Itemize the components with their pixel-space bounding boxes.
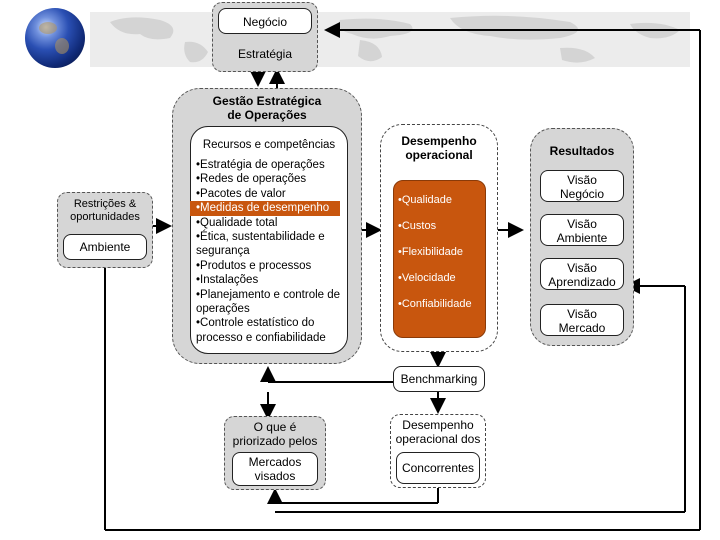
mercados-visados-label: Mercados visados	[248, 455, 302, 483]
gestao-item: •Controle estatístico do processo e conf…	[196, 317, 326, 344]
desempenho-orange-box	[393, 180, 486, 338]
concorrentes-label: Concorrentes	[401, 461, 475, 475]
visao-negocio-label: Visão Negócio	[559, 173, 605, 201]
restricoes-label: Restrições & oportunidades	[70, 198, 140, 223]
gestao-item: •Pacotes de valor	[196, 187, 286, 200]
gestao-item: •Redes de operações	[196, 173, 307, 186]
resultados-title: Resultados	[549, 144, 615, 158]
visao-aprendizado-label: Visão Aprendizado	[548, 261, 616, 289]
visao-ambiente-label: Visão Ambiente	[556, 217, 608, 245]
ambiente-box: Ambiente	[63, 234, 147, 260]
negocio-label: Negócio	[242, 15, 288, 29]
concorrentes-box: Concorrentes	[396, 452, 480, 484]
gestao-title: Gestão Estratégica de Operações	[212, 94, 322, 122]
priorizado-title: O que é priorizado pelos	[232, 420, 318, 448]
visao-mercado-label: Visão Mercado	[558, 307, 606, 335]
desempenho-list: •Qualidade •Custos •Flexibilidade •Veloc…	[398, 194, 488, 324]
gestao-item-highlighted: •Medidas de desempenho	[190, 201, 340, 216]
gestao-item: •Estratégia de operações	[196, 159, 325, 171]
desempenho-item: •Flexibilidade	[398, 246, 463, 258]
desempenho-item: •Confiabilidade	[398, 298, 472, 310]
visao-negocio-box: Visão Negócio	[540, 170, 624, 202]
visao-mercado-box: Visão Mercado	[540, 304, 624, 336]
gestao-item: •Produtos e processos	[196, 259, 312, 272]
gestao-item: •Planejamento e controle de operações	[196, 288, 341, 316]
concorrentes-title: Desempenho operacional dos	[395, 418, 481, 446]
world-map-icon	[90, 12, 690, 67]
globe-icon	[25, 8, 85, 68]
recursos-title: Recursos e competências	[202, 139, 336, 151]
visao-ambiente-box: Visão Ambiente	[540, 214, 624, 246]
benchmarking-box: Benchmarking	[393, 366, 485, 392]
mercados-visados-box: Mercados visados	[232, 452, 318, 486]
gestao-item: •Qualidade total	[196, 216, 278, 229]
gestao-item: •Instalações	[196, 274, 259, 287]
visao-aprendizado-box: Visão Aprendizado	[540, 258, 624, 290]
desempenho-item: •Qualidade	[398, 194, 453, 206]
desempenho-item: •Custos	[398, 220, 437, 232]
recursos-box	[190, 126, 348, 354]
benchmarking-label: Benchmarking	[400, 372, 478, 386]
ambiente-label: Ambiente	[79, 240, 131, 254]
estrategia-label: Estratégia	[237, 47, 293, 61]
desempenho-title: Desempenho operacional	[401, 134, 477, 162]
gestao-item: •Ética, sustentabilidade e segurança	[196, 231, 325, 258]
negocio-box: Negócio	[218, 8, 312, 34]
desempenho-item: •Velocidade	[398, 272, 456, 284]
gestao-list: •Estratégia de operações •Redes de opera…	[190, 158, 346, 345]
